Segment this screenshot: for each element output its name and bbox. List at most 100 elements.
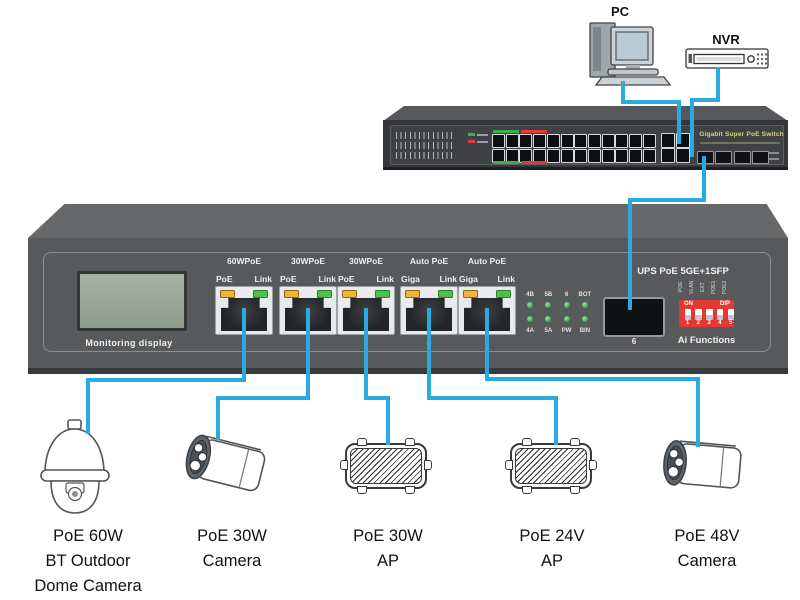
rj45-cell xyxy=(546,148,560,163)
port-led-labels: Giga Link xyxy=(401,274,457,284)
rj45-cell xyxy=(601,148,615,163)
dip-switch-number: 2 xyxy=(696,320,700,326)
rj45-cell xyxy=(546,134,560,148)
port-led-label-right: Link xyxy=(318,274,336,284)
rj45-cell xyxy=(615,148,629,163)
sfp-cell xyxy=(715,151,733,164)
rj45-cell xyxy=(601,134,615,148)
device-label: PoE 30W Camera xyxy=(197,527,267,570)
ai-functions-label: Ai Functions xyxy=(677,335,736,346)
link-led xyxy=(438,290,453,298)
status-led-grid xyxy=(396,142,456,149)
rj45-cell xyxy=(587,148,601,163)
port-led-label-left: PoE xyxy=(338,274,355,284)
dip-switch-number: 1 xyxy=(685,320,690,326)
red-legend-dash xyxy=(468,140,475,143)
status-led-label: 4B xyxy=(526,292,534,298)
port-power-label: Auto PoE xyxy=(409,256,449,266)
dome-camera-icon xyxy=(40,419,110,514)
uplink-rj45-cell xyxy=(675,148,690,163)
rj45-port-grid xyxy=(492,134,660,164)
link-led xyxy=(317,290,332,298)
pc-icon xyxy=(589,22,672,86)
rj45-port xyxy=(458,286,516,335)
dip-switch-number: 3 xyxy=(707,320,711,326)
status-led-label: 6 xyxy=(564,292,569,298)
port-led-label-right: Link xyxy=(497,274,515,284)
port-number: 1 xyxy=(241,338,247,347)
uplink-rj45-cell xyxy=(661,148,675,163)
panel-mark xyxy=(769,158,779,160)
rj45-cell xyxy=(574,134,588,148)
uplink-rj45-cell xyxy=(661,133,675,148)
device-label: PoE 60W BT Outdoor Dome Camera xyxy=(34,527,142,595)
status-led xyxy=(545,301,552,308)
rj45-cell xyxy=(629,134,642,148)
port-highlight-red xyxy=(520,130,547,133)
status-led xyxy=(527,301,534,308)
port-power-label: 30WPoE xyxy=(290,256,325,266)
rj45-jack xyxy=(285,298,331,331)
port-power-label: Auto PoE xyxy=(467,256,507,266)
rj45-jack xyxy=(464,298,510,331)
access-point-icon xyxy=(340,438,432,494)
status-led xyxy=(581,315,588,322)
gigabit-switch-top xyxy=(383,106,788,121)
panel-mark xyxy=(769,152,779,154)
rj45-port xyxy=(337,286,395,335)
rj45-cell xyxy=(560,148,574,163)
poe-led xyxy=(220,290,235,298)
port-led-label-right: Link xyxy=(439,274,457,284)
status-led-grid xyxy=(396,132,456,139)
device-label: PoE 48V Camera xyxy=(674,527,740,570)
rj45-port xyxy=(400,286,458,335)
status-led xyxy=(527,315,534,322)
dip-switch-number: 5 xyxy=(729,320,733,326)
status-led-label: BIN xyxy=(579,328,591,334)
poe-switch-panel-border xyxy=(43,252,771,352)
port-led-labels: PoE Link xyxy=(338,274,394,284)
dip-switch-slot xyxy=(706,309,713,320)
port-led-label-left: Giga xyxy=(459,274,478,284)
sfp-cell xyxy=(697,151,714,164)
rj45-cell xyxy=(642,134,656,148)
port-led-labels: Giga Link xyxy=(459,274,515,284)
rj45-cell xyxy=(574,148,588,163)
dip-switch-slot xyxy=(716,309,724,320)
status-led-label: 5A xyxy=(544,328,553,334)
rj45-cell xyxy=(615,134,629,148)
port-led-label-left: PoE xyxy=(216,274,233,284)
link-led xyxy=(496,290,511,298)
rj45-port xyxy=(215,286,273,335)
monitoring-display-screen xyxy=(77,271,187,331)
dip-dip-label: DIP xyxy=(719,301,730,307)
status-led-grid xyxy=(396,152,456,159)
poe-led xyxy=(405,290,420,298)
port-highlight-green xyxy=(493,130,519,133)
status-led-label: PW xyxy=(561,328,572,334)
sfp-port-row xyxy=(697,151,772,164)
legend-line xyxy=(477,133,488,136)
rj45-jack xyxy=(406,298,452,331)
dip-switch-slot xyxy=(727,309,735,320)
port-led-label-right: Link xyxy=(376,274,394,284)
device-label: PoE 30W AP xyxy=(353,527,423,570)
status-led xyxy=(563,315,570,322)
port-number: 3 xyxy=(363,338,369,347)
rj45-cell xyxy=(519,134,533,148)
sfp-port-6 xyxy=(603,297,665,337)
port-led-label-left: Giga xyxy=(401,274,420,284)
dip-on-label: ON xyxy=(684,301,693,307)
rj45-cell xyxy=(533,134,547,148)
port-power-label: 60WPoE xyxy=(226,256,261,266)
uplink-port-group xyxy=(661,133,691,163)
port-highlight-red xyxy=(520,161,547,164)
